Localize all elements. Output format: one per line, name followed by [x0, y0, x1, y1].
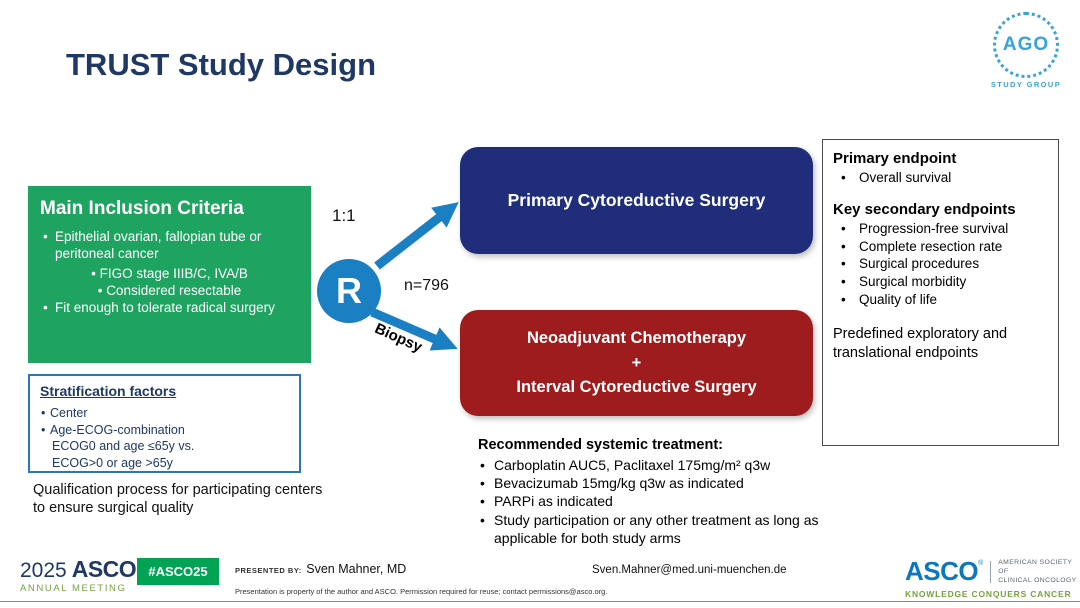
asco-tagline: KNOWLEDGE CONQUERS CANCER	[905, 589, 1072, 599]
presenter-email: Sven.Mahner@med.uni-muenchen.de	[592, 564, 787, 576]
ago-logo-subtitle: STUDY GROUP	[990, 80, 1062, 89]
meeting-name: ASCO	[71, 556, 137, 582]
asco-society-text: AMERICAN SOCIETY OF CLINICAL ONCOLOGY	[998, 558, 1080, 586]
inclusion-criteria-panel: Main Inclusion Criteria Epithelial ovari…	[28, 186, 311, 363]
qualification-note: Qualification process for participating …	[33, 482, 323, 517]
asco-logo-text: ASCO	[905, 556, 979, 586]
neoadjuvant-arm-box: Neoadjuvant Chemotherapy + Interval Cyto…	[460, 310, 813, 416]
footer-divider	[0, 601, 1080, 602]
registered-mark: ®	[978, 560, 984, 567]
biopsy-label: Biopsy	[372, 320, 425, 356]
treatment-item: Bevacizumab 15mg/kg q3w as indicated	[478, 474, 850, 492]
meeting-subtitle: ANNUAL MEETING	[20, 583, 127, 594]
exploratory-endpoints-note: Predefined exploratory and translational…	[833, 325, 1008, 361]
neoadjuvant-line1: Neoadjuvant Chemotherapy	[526, 328, 747, 347]
presenter-name: Sven Mahner, MD	[306, 562, 407, 576]
logo-divider	[990, 560, 992, 583]
disclaimer-text: Presentation is property of the author a…	[235, 587, 608, 596]
stratification-item: Center	[40, 405, 289, 422]
inclusion-bullet: Fit enough to tolerate radical surgery	[40, 299, 299, 317]
asco-annual-meeting-logo-top: 2025 ASCO	[20, 556, 137, 583]
stratification-panel: Stratification factors Center Age-ECOG-c…	[28, 374, 301, 473]
inclusion-sub-bullet: FIGO stage IIIB/C, IVA/B	[40, 265, 299, 282]
asco-logo-row: ASCO ® AMERICAN SOCIETY OF CLINICAL ONCO…	[905, 556, 1080, 587]
neoadjuvant-plus: +	[631, 353, 642, 372]
inclusion-bullet: Epithelial ovarian, fallopian tube or pe…	[40, 228, 299, 263]
endpoint-item: Quality of life	[833, 291, 1050, 309]
ago-logo-text: AGO	[1002, 34, 1050, 55]
footer: 2025 ASCO ANNUAL MEETING #ASCO25 PRESENT…	[0, 552, 1080, 608]
ago-study-group-logo: AGO STUDY GROUP	[984, 12, 1068, 89]
presenter-line: PRESENTED BY: Sven Mahner, MD	[235, 560, 607, 578]
treatment-title: Recommended systemic treatment:	[478, 437, 723, 453]
treatment-item: PARPi as indicated	[478, 492, 850, 510]
treatment-item: Carboplatin AUC5, Paclitaxel 175mg/m² q3…	[478, 456, 850, 474]
endpoint-item: Overall survival	[833, 169, 1050, 187]
inclusion-criteria-title: Main Inclusion Criteria	[40, 198, 244, 219]
randomization-circle: R	[317, 259, 381, 323]
stratification-subline: ECOG0 and age ≤65y vs.	[52, 439, 195, 453]
endpoints-panel: Primary endpoint Overall survival Key se…	[822, 139, 1059, 446]
asco-society-line1: AMERICAN SOCIETY OF	[998, 558, 1073, 575]
endpoint-item: Surgical procedures	[833, 255, 1050, 273]
primary-surgery-label: Primary Cytoreductive Surgery	[507, 190, 766, 210]
endpoint-item: Surgical morbidity	[833, 273, 1050, 291]
asco-logo: ASCO ® AMERICAN SOCIETY OF CLINICAL ONCO…	[905, 556, 1080, 599]
hashtag-badge: #ASCO25	[137, 558, 219, 585]
sample-size-label: n=796	[404, 277, 449, 294]
arrow-to-primary-surgery-icon	[374, 202, 459, 270]
inclusion-sub-bullet: Considered resectable	[40, 282, 299, 299]
treatment-item: Study participation or any other treatme…	[478, 511, 850, 547]
stratification-subline: ECOG>0 or age >65y	[52, 455, 173, 470]
endpoint-item: Complete resection rate	[833, 238, 1050, 256]
stratification-title: Stratification factors	[40, 383, 177, 399]
meeting-year: 2025	[20, 559, 67, 582]
primary-surgery-arm-box: Primary Cytoreductive Surgery	[460, 147, 813, 254]
neoadjuvant-line2: Interval Cytoreductive Surgery	[516, 378, 757, 397]
randomization-symbol: R	[336, 270, 362, 311]
presenter-block: PRESENTED BY: Sven Mahner, MD Presentati…	[235, 560, 607, 596]
secondary-endpoints-title: Key secondary endpoints	[833, 201, 1016, 219]
asco-annual-meeting-logo: 2025 ASCO ANNUAL MEETING	[20, 556, 137, 594]
randomization-ratio: 1:1	[332, 206, 356, 225]
presented-by-label: PRESENTED BY:	[235, 566, 302, 575]
ago-dotted-circle-icon: AGO	[993, 12, 1059, 78]
asco-society-line2: CLINICAL ONCOLOGY	[998, 577, 1077, 585]
endpoint-item: Progression-free survival	[833, 220, 1050, 238]
systemic-treatment-panel: Recommended systemic treatment: Carbopla…	[478, 437, 850, 547]
primary-endpoint-title: Primary endpoint	[833, 150, 957, 167]
slide-title: TRUST Study Design	[66, 46, 377, 82]
stratification-item: Age-ECOG-combination	[40, 422, 289, 439]
